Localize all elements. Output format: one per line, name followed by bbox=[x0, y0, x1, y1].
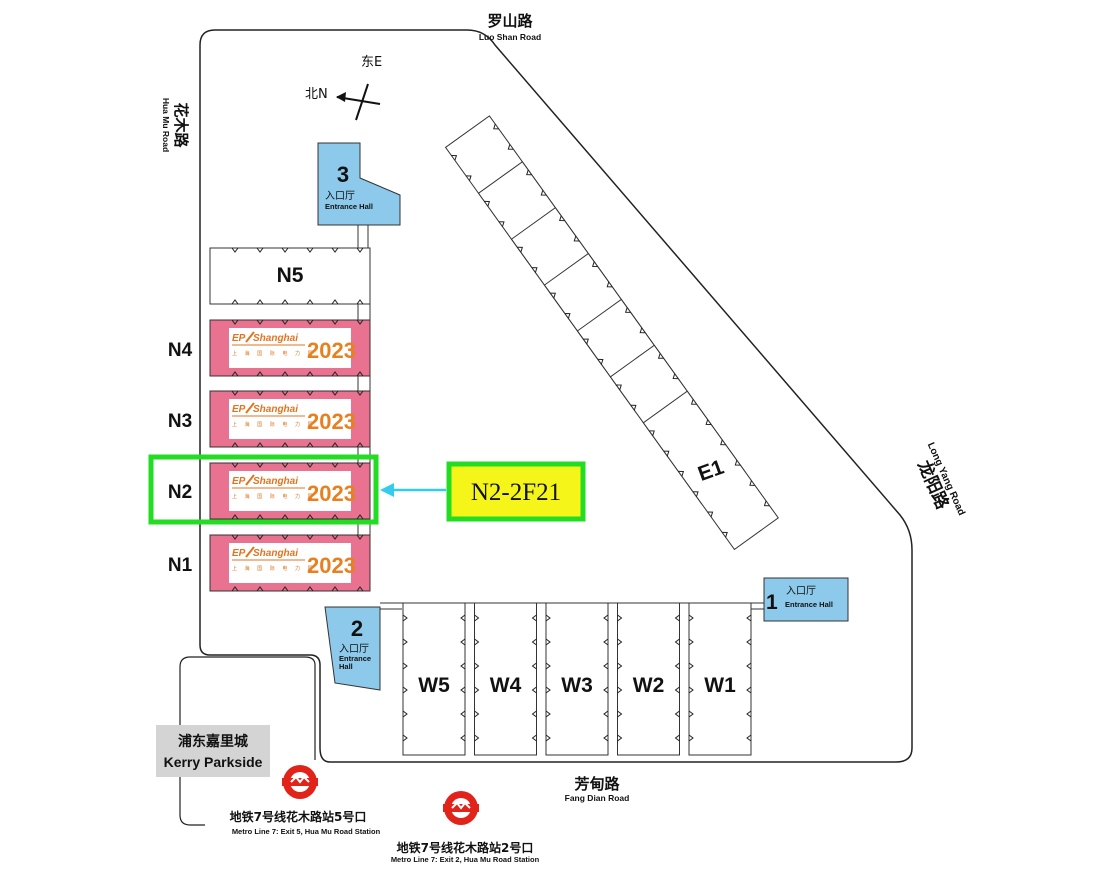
hall-n3-side-label: N3 bbox=[168, 411, 192, 432]
kerry-parkside-cn: 浦东嘉里城 bbox=[178, 733, 248, 750]
n2-highlight-box bbox=[148, 454, 379, 525]
event-logo-city: Shanghai bbox=[253, 333, 298, 344]
kerry-parkside-label: 浦东嘉里城 Kerry Parkside bbox=[156, 725, 270, 777]
event-logo-sub: 上 海 国 际 电 力 展 bbox=[232, 493, 316, 500]
event-logo-year: 2023 bbox=[307, 481, 356, 506]
entrance-2-en2: Hall bbox=[339, 662, 353, 671]
metro-logo-icon bbox=[443, 791, 479, 825]
event-logo-city: Shanghai bbox=[253, 548, 298, 559]
road-huamu-cn: 花木路 bbox=[172, 102, 190, 148]
event-logo-year: 2023 bbox=[307, 338, 356, 363]
event-logo-sub: 上 海 国 际 电 力 展 bbox=[232, 421, 316, 428]
event-logo-ep: EP bbox=[232, 548, 246, 559]
entrance-hall-3[interactable]: 3 入口厅 Entrance Hall bbox=[317, 142, 401, 226]
hall-w1-label: W1 bbox=[704, 674, 736, 697]
entrance-2-cn: 入口厅 bbox=[339, 644, 369, 655]
road-huamu-en: Hua Mu Road bbox=[161, 98, 171, 152]
road-fangdian-cn: 芳甸路 bbox=[574, 775, 620, 793]
metro-exit2-cn: 地铁7号线花木路站2号口 bbox=[397, 840, 534, 855]
road-fangdian-en: Fang Dian Road bbox=[565, 793, 630, 803]
hall-n1-side-label: N1 bbox=[168, 555, 193, 576]
entrance-1-cn: 入口厅 bbox=[786, 586, 816, 597]
compass-icon: 北N 东E bbox=[305, 55, 382, 121]
event-logo-ep: EP bbox=[232, 476, 246, 487]
event-logo-year: 2023 bbox=[307, 553, 356, 578]
compass-north: 北N bbox=[305, 87, 328, 102]
event-logo-ep: EP bbox=[232, 404, 246, 415]
entrance-hall-2[interactable]: 2 入口厅 Entrance Hall bbox=[324, 606, 381, 691]
event-logo-ep: EP bbox=[232, 333, 246, 344]
entrance-1-en: Entrance Hall bbox=[785, 600, 833, 609]
hall-w5-label: W5 bbox=[418, 674, 450, 697]
hall-e1[interactable]: E1 bbox=[642, 390, 779, 551]
booth-label[interactable]: N2-2F21 bbox=[446, 461, 586, 522]
entrance-hall-1[interactable]: 1 入口厅 Entrance Hall bbox=[763, 577, 849, 622]
metro-exit2-en: Metro Line 7: Exit 2, Hua Mu Road Statio… bbox=[391, 855, 540, 864]
metro-exit5-en: Metro Line 7: Exit 5, Hua Mu Road Statio… bbox=[232, 827, 381, 836]
event-logo-city: Shanghai bbox=[253, 476, 298, 487]
hall-n4-side-label: N4 bbox=[168, 340, 193, 361]
compass-east: 东E bbox=[361, 55, 382, 70]
metro-logo-icon bbox=[282, 765, 318, 799]
entrance-2-number: 2 bbox=[351, 616, 363, 641]
entrance-3-cn: 入口厅 bbox=[325, 191, 355, 202]
hall-n5-label: N5 bbox=[277, 264, 304, 287]
entrance-3-number: 3 bbox=[337, 162, 349, 187]
hall-w3[interactable]: W3 bbox=[545, 602, 609, 756]
entrance-2-en: Entrance bbox=[339, 654, 371, 663]
hall-w1[interactable]: W1 bbox=[688, 602, 752, 756]
hall-n2-side-label: N2 bbox=[168, 482, 192, 503]
hall-n5[interactable]: N5 bbox=[209, 247, 371, 305]
metro-walkway bbox=[179, 656, 316, 826]
booth-label-text: N2-2F21 bbox=[471, 479, 561, 506]
venue-outline bbox=[199, 29, 913, 763]
entrance-1-number: 1 bbox=[766, 591, 778, 614]
event-logo-sub: 上 海 国 际 电 力 展 bbox=[232, 350, 316, 357]
event-logo-city: Shanghai bbox=[253, 404, 298, 415]
hall-w2-label: W2 bbox=[633, 674, 665, 697]
hall-w3-label: W3 bbox=[561, 674, 593, 697]
road-luoshan-cn: 罗山路 bbox=[487, 12, 533, 30]
entrance-3-en: Entrance Hall bbox=[325, 202, 373, 211]
booth-arrow bbox=[380, 483, 446, 497]
event-logo-sub: 上 海 国 际 电 力 展 bbox=[232, 565, 316, 572]
hall-w5[interactable]: W5 bbox=[402, 602, 466, 756]
hall-w4-label: W4 bbox=[490, 674, 522, 697]
road-luoshan-en: Luo Shan Road bbox=[479, 32, 541, 42]
hall-w2[interactable]: W2 bbox=[617, 602, 680, 756]
hall-w4[interactable]: W4 bbox=[474, 602, 537, 756]
kerry-parkside-en: Kerry Parkside bbox=[164, 754, 263, 770]
event-logo-year: 2023 bbox=[307, 409, 356, 434]
metro-exit5-cn: 地铁7号线花木路站5号口 bbox=[230, 809, 367, 824]
